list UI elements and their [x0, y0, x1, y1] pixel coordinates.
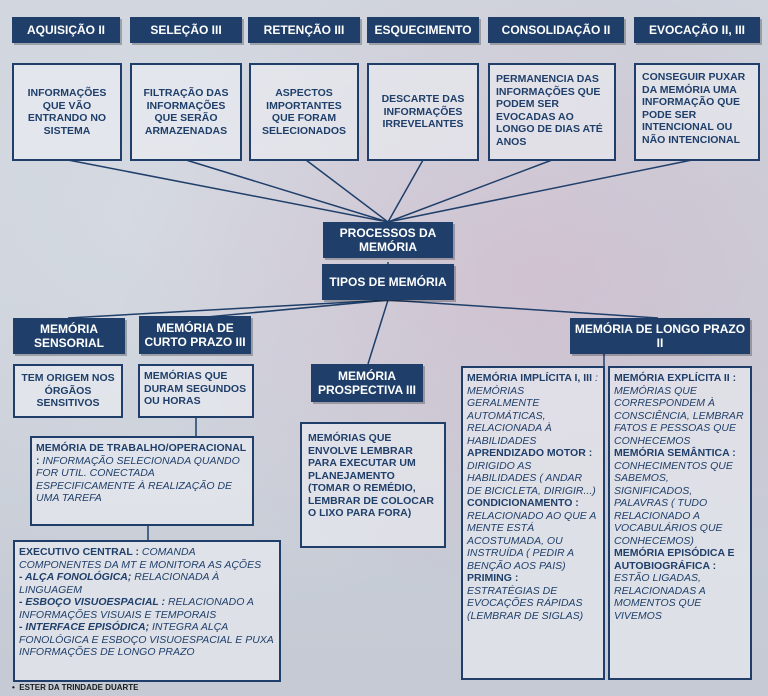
memoria-episodica-desc: ESTÃO LIGADAS, RELACIONADAS A MOMENTOS Q…: [614, 572, 706, 622]
executivo-central-title: EXECUTIVO CENTRAL :: [19, 546, 139, 558]
desc-esquecimento: DESCARTE DAS INFORMAÇÕES IRREVELANTES: [367, 63, 479, 161]
memoria-trabalho-desc: INFORMAÇÃO SELECIONADA QUANDO FOR UTIL. …: [36, 454, 240, 505]
author-footer: • ESTER DA TRINDADE DUARTE: [12, 683, 139, 692]
interface-episodica-desc: INTEGRA ALÇA FONOLÓGICA E ESBOÇO VISUOES…: [19, 621, 274, 658]
memoria-implicita-desc: : MEMÓRIAS GERALMENTE AUTOMÁTICAS, RELAC…: [467, 372, 598, 447]
memoria-implicita-title: MEMÓRIA IMPLÍCITA I, III: [467, 372, 593, 384]
memoria-sensorial-title: MEMÓRIA SENSORIAL: [13, 318, 125, 354]
memoria-prospectiva-title: MEMÓRIA PROSPECTIVA III: [311, 364, 423, 402]
memoria-explicita-box: MEMÓRIA EXPLÍCITA II : MEMÓRIAS QUE CORR…: [608, 366, 752, 680]
aprendizado-motor-title: APRENDIZADO MOTOR :: [467, 447, 593, 459]
esboco-visuoespacial-title: - ESBOÇO VISUOESPACIAL :: [19, 596, 166, 608]
memoria-trabalho-box: MEMÓRIA DE TRABALHO/OPERACIONAL : INFORM…: [30, 436, 254, 526]
header-retencao: RETENÇÃO III: [248, 17, 360, 43]
memoria-longo-prazo-title: MEMÓRIA DE LONGO PRAZO II: [570, 318, 750, 354]
memoria-prospectiva-desc: MEMÓRIAS QUE ENVOLVE LEMBRAR PARA EXECUT…: [300, 422, 446, 548]
alca-fonologica-title: - ALÇA FONOLÓGICA;: [19, 571, 132, 583]
memoria-implicita-box: MEMÓRIA IMPLÍCITA I, III : MEMÓRIAS GERA…: [461, 366, 605, 680]
memoria-episodica-title: MEMÓRIA EPISÓDICA E AUTOBIOGRÁFICA :: [614, 547, 735, 572]
desc-retencao: ASPECTOS IMPORTANTES QUE FORAM SELECIONA…: [249, 63, 359, 161]
memoria-curto-prazo-title: MEMÓRIA DE CURTO PRAZO III: [139, 316, 251, 354]
processos-da-memoria: PROCESSOS DA MEMÓRIA: [323, 222, 453, 258]
esboco-visuoespacial-desc: RELACIONADO A INFORMAÇÕES VISUAIS E TEMP…: [19, 596, 254, 621]
condicionamento-title: CONDICIONAMENTO :: [467, 497, 579, 509]
priming-title: PRIMING :: [467, 572, 519, 584]
priming-desc: ESTRATÉGIAS DE EVOCAÇÕES RÁPIDAS (LEMBRA…: [467, 584, 584, 622]
aprendizado-motor-desc: DIRIGIDO AS HABILIDADES ( ANDAR DE BICIC…: [467, 459, 596, 497]
desc-selecao: FILTRAÇÃO DAS INFORMAÇÕES QUE SERÃO ARMA…: [130, 63, 242, 161]
memoria-curto-prazo-desc: MEMÓRIAS QUE DURAM SEGUNDOS OU HORAS: [138, 364, 254, 418]
header-consolidacao: CONSOLIDAÇÃO II: [488, 17, 624, 43]
header-aquisicao: AQUISIÇÃO II: [12, 17, 120, 43]
desc-evocacao: CONSEGUIR PUXAR DA MEMÓRIA UMA INFORMAÇÃ…: [634, 63, 760, 161]
header-evocacao: EVOCAÇÃO II, III: [634, 17, 760, 43]
tipos-de-memoria: TIPOS DE MEMÓRIA: [322, 264, 454, 300]
memoria-semantica-desc: CONHECIMENTOS QUE SABEMOS, SIGNIFICADOS,…: [614, 459, 733, 547]
memoria-explicita-title: MEMÓRIA EXPLÍCITA II :: [614, 372, 737, 384]
desc-aquisicao: INFORMAÇÕES QUE VÃO ENTRANDO NO SISTEMA: [12, 63, 122, 161]
condicionamento-desc: RELACIONADO AO QUE A MENTE ESTÁ ACOSTUMA…: [467, 509, 596, 572]
executivo-central-box: EXECUTIVO CENTRAL : COMANDA COMPONENTES …: [13, 540, 281, 682]
alca-fonologica-desc: RELACIONADA À LINGUAGEM: [19, 571, 220, 596]
interface-episodica-title: - INTERFACE EPISÓDICA;: [19, 621, 150, 633]
desc-consolidacao: PERMANENCIA DAS INFORMAÇÕES QUE PODEM SE…: [488, 63, 616, 161]
memoria-semantica-title: MEMÓRIA SEMÂNTICA :: [614, 447, 736, 459]
executivo-central-desc: COMANDA COMPONENTES DA MT E MONITORA AS …: [19, 546, 262, 571]
memoria-explicita-desc: MEMÓRIAS QUE CORRESPONDEM À CONSCIÊNCIA,…: [614, 384, 744, 447]
memoria-sensorial-desc: TEM ORIGEM NOS ÓRGÃOS SENSITIVOS: [13, 364, 123, 418]
memoria-trabalho-title: MEMÓRIA DE TRABALHO/OPERACIONAL :: [36, 442, 246, 467]
author-name: ESTER DA TRINDADE DUARTE: [19, 683, 139, 692]
header-esquecimento: ESQUECIMENTO: [367, 17, 479, 43]
header-selecao: SELEÇÃO III: [130, 17, 242, 43]
